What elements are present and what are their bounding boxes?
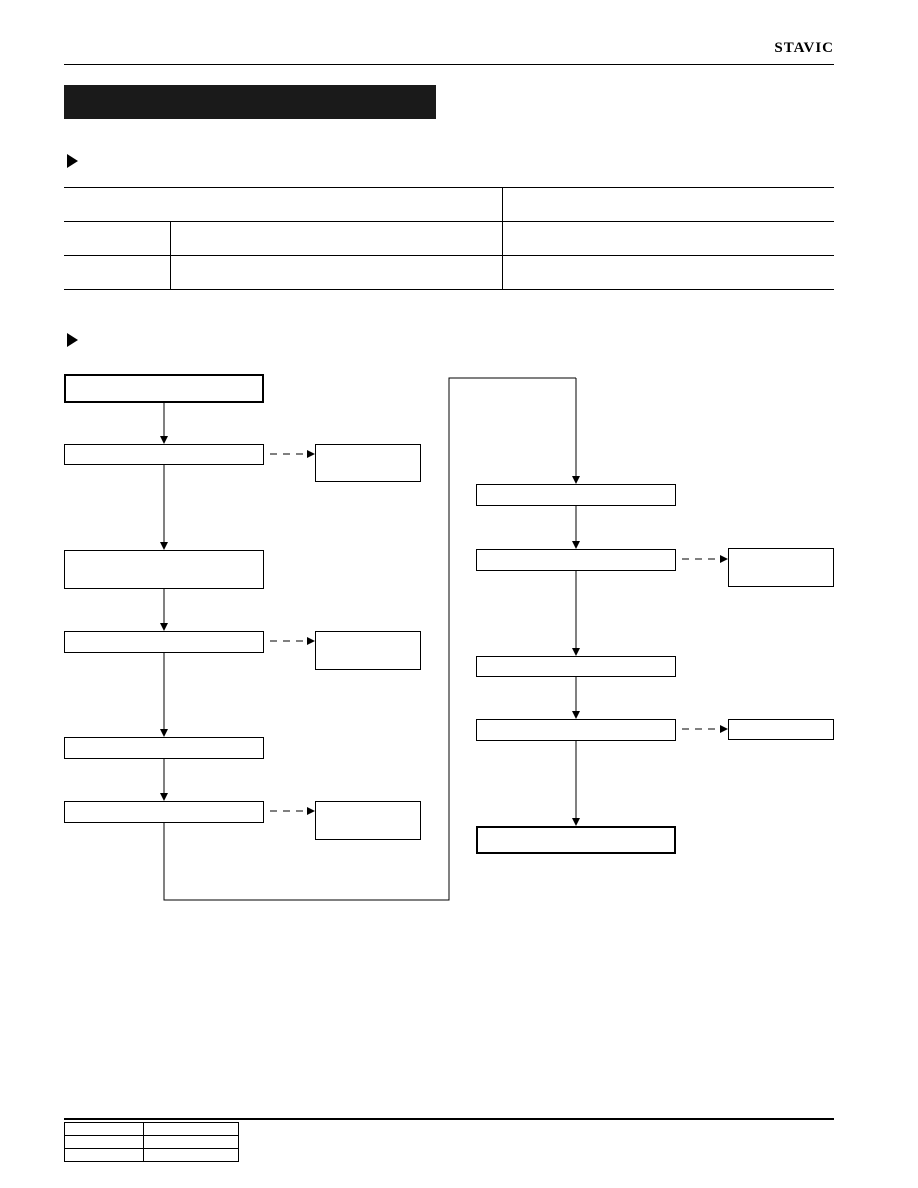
connector-left-to-right xyxy=(163,377,576,901)
table-row xyxy=(64,1122,239,1136)
flow-step-box xyxy=(476,484,676,506)
flow-step-box xyxy=(64,801,264,823)
header-rule xyxy=(64,64,834,65)
flow-step-box xyxy=(476,719,676,741)
table-row xyxy=(64,221,834,256)
spec-cell xyxy=(170,255,503,290)
footer-cell xyxy=(64,1135,144,1149)
footer-cell xyxy=(143,1148,239,1162)
flow-end-box xyxy=(476,826,676,854)
spec-cell xyxy=(64,221,171,256)
triangle-bullet-icon xyxy=(67,333,78,347)
flow-step-box xyxy=(64,737,264,759)
section-title-bar xyxy=(64,85,436,119)
triangle-bullet-icon xyxy=(67,154,78,168)
spec-cell xyxy=(170,221,503,256)
spec-cell xyxy=(64,255,171,290)
flow-step-box xyxy=(64,444,264,465)
spec-header-cell xyxy=(64,187,503,222)
flow-side-box xyxy=(728,719,834,740)
footer-cell xyxy=(143,1135,239,1149)
flow-side-box xyxy=(315,801,421,840)
flow-step-box xyxy=(476,656,676,677)
spec-cell xyxy=(502,221,834,256)
table-row xyxy=(64,255,834,290)
brand-logo: STAVIC xyxy=(774,40,834,56)
spec-table-header xyxy=(64,187,834,222)
flow-side-box xyxy=(315,631,421,670)
table-row xyxy=(64,1135,239,1149)
flow-step-box xyxy=(476,549,676,571)
footer-cell xyxy=(64,1148,144,1162)
flow-side-box xyxy=(315,444,421,482)
table-row xyxy=(64,1148,239,1162)
spec-header-cell xyxy=(502,187,834,222)
flow-start-box xyxy=(64,374,264,403)
spec-cell xyxy=(502,255,834,290)
spec-table xyxy=(64,187,834,290)
flow-side-box xyxy=(728,548,834,587)
footer-table xyxy=(64,1122,239,1162)
flow-step-box xyxy=(64,550,264,589)
footer-rule xyxy=(64,1118,834,1120)
footer-cell xyxy=(64,1122,144,1136)
footer-cell xyxy=(143,1122,239,1136)
flow-step-box xyxy=(64,631,264,653)
